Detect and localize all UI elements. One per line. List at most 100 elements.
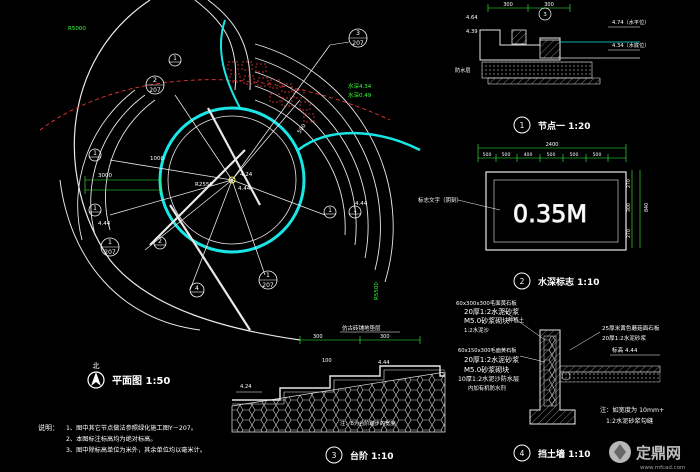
d1-num: 1	[520, 121, 525, 130]
lawn-edge-lower	[59, 179, 201, 331]
callout-2-207[interactable]: 2 207	[145, 75, 165, 95]
d3-dim: 300	[313, 334, 323, 340]
d2-dim: 500	[483, 152, 492, 158]
d1-dim: 300	[503, 2, 513, 8]
callout-small-1[interactable]: 1	[168, 53, 182, 67]
d2-side-total: 840	[644, 203, 650, 212]
d2-dim: 400	[524, 152, 533, 158]
plan-title: 平面图 1:50	[112, 375, 170, 387]
callout-small-4[interactable]: 1	[323, 205, 337, 219]
callout-4[interactable]: 4	[189, 282, 205, 298]
callout-num: 2	[153, 76, 157, 84]
callout-small-6[interactable]: 2	[153, 236, 167, 250]
dim-r5000: R5000	[68, 26, 86, 32]
d3-num: 3	[332, 451, 337, 460]
d3-note: 注：B为台阶踏步的宽度	[340, 419, 395, 427]
svg-text:3: 3	[543, 12, 547, 18]
callout-ref: 207	[149, 87, 161, 94]
callout-num: 1	[353, 207, 357, 214]
level-424: 4.24	[240, 172, 253, 178]
d2-sign-text: 0.35M	[513, 200, 587, 228]
callout-num: 4	[195, 284, 199, 292]
d1-dim: 300	[544, 2, 554, 8]
d4-foot-note2: 1:2水泥砂浆勾缝	[606, 417, 653, 425]
axis-red-dashed	[39, 79, 391, 131]
d4-title: 挡土墙 1:10	[538, 448, 591, 460]
d1-level: 4.34（水底位）	[612, 41, 650, 49]
note-line: 2、本图标注标高均为绝对标高。	[66, 435, 157, 443]
d2-side-dim: 300	[626, 203, 632, 212]
callout-num: 1	[93, 150, 97, 157]
terrace-dashed-blocks	[227, 61, 315, 123]
d3-dim: 100	[322, 358, 332, 364]
d4-left-line: M5.0砂浆砌块	[464, 316, 509, 325]
d2-dim: 500	[593, 152, 602, 158]
note-line: 1、图中其它节点做法参照绿化施工图Y－207。	[66, 424, 197, 432]
callout-num: 1	[173, 55, 177, 62]
callout-num: 1	[93, 205, 97, 212]
callout-num: 1	[266, 271, 270, 279]
callout-3-207[interactable]: 3 207	[329, 28, 368, 48]
dim-500: 500	[297, 123, 308, 135]
d3-dim: 300	[380, 334, 390, 340]
level-444-b: 4.44	[98, 221, 111, 227]
d2-dim-total: 2400	[546, 142, 559, 148]
d4-left2-line: 60x150x300毛面黄石板	[458, 346, 517, 354]
general-notes: 说明： 1、图中其它节点做法参照绿化施工图Y－207。 2、本图标注标高均为绝对…	[38, 423, 206, 454]
plan-dimensions	[84, 176, 161, 194]
section-cut-lines	[149, 107, 261, 331]
north-arrow: 北	[87, 362, 105, 389]
d4-left2-line: M5.0砂浆砌块	[464, 365, 509, 374]
d2-dim: 500	[547, 152, 556, 158]
d3-title: 台阶 1:10	[350, 450, 394, 462]
d4-left2-line: 10厚1:2水泥沙防水层	[458, 375, 519, 383]
callout-small-2[interactable]: 1	[88, 148, 102, 162]
fountain-center	[228, 176, 236, 184]
d1-title: 节点一 1:20	[538, 120, 591, 132]
note-line: 3、图中除标高单位为米外，其余单位均以毫米计。	[66, 446, 206, 454]
d2-side-dim: 270	[626, 179, 632, 188]
d2-side-dim: 270	[626, 229, 632, 238]
d2-side-label: 标志文字（阴刻）	[418, 196, 462, 204]
d1-level: 4.64	[466, 15, 478, 21]
d1-level: 4.74（水平位）	[612, 18, 650, 26]
level-444-a: 4.44	[355, 201, 368, 207]
detail-4-retaining-wall: 60x300x300毛面黄石板 20厚1:2水泥砂浆 M5.0砂浆砌块 1:2水…	[456, 299, 664, 462]
callout-ref: 207	[262, 282, 274, 289]
callout-num: 2	[158, 238, 162, 245]
detail-3-steps: 仿古砖铺地垫层 300 300 100 4.44 4.24 注：B为台阶踏步的宽…	[231, 324, 446, 464]
dim-r5500: R5500	[374, 282, 380, 300]
watermark: 定鼎网 www.mfcad.com	[609, 441, 685, 471]
d2-dim: 500	[502, 152, 511, 158]
callout-ref: 207	[352, 40, 364, 47]
d2-title: 水深标志 1:10	[538, 276, 600, 288]
radial-lines	[109, 44, 331, 291]
watermark-text: 定鼎网	[636, 444, 681, 462]
dim-3000: 3000	[98, 173, 112, 179]
dim-1000: 1000	[150, 156, 164, 162]
callout-small-5[interactable]: 1	[348, 205, 362, 219]
notes-lead: 说明：	[38, 423, 59, 432]
d4-left-label2: 种植土	[508, 316, 525, 324]
pathway-top-left-2	[207, 0, 251, 91]
d3-label: 仿古砖铺地垫层	[342, 324, 381, 332]
fountain-inner-ring	[167, 115, 297, 245]
watermark-url: www.mfcad.com	[640, 465, 685, 471]
d1-level: 4.39	[466, 29, 478, 35]
dim-r2550: R2550	[195, 182, 213, 188]
callout-num: 1	[328, 207, 332, 214]
callout-1-207-a[interactable]: 1 207	[100, 237, 120, 257]
callout-small-3[interactable]: 1	[88, 203, 102, 217]
d4-right-line: 25厚米黄色蘑菇面石板	[602, 324, 660, 332]
callout-1-207-b[interactable]: 1 207	[258, 270, 278, 290]
d4-num: 4	[520, 449, 525, 458]
pond-edge-cyan	[297, 131, 421, 152]
callout-num: 1	[108, 238, 112, 246]
callout-ref: 207	[104, 249, 116, 256]
d4-left2-line: 20厚1:2水泥砂浆	[464, 355, 519, 364]
d3-level: 4.24	[240, 384, 252, 390]
d4-level: 标高 4.44	[612, 346, 638, 354]
d4-left2-line: 内加有机防水剂	[468, 384, 506, 392]
plan-view: 3 207 2 207 1 207 1 207 4	[39, 0, 421, 389]
